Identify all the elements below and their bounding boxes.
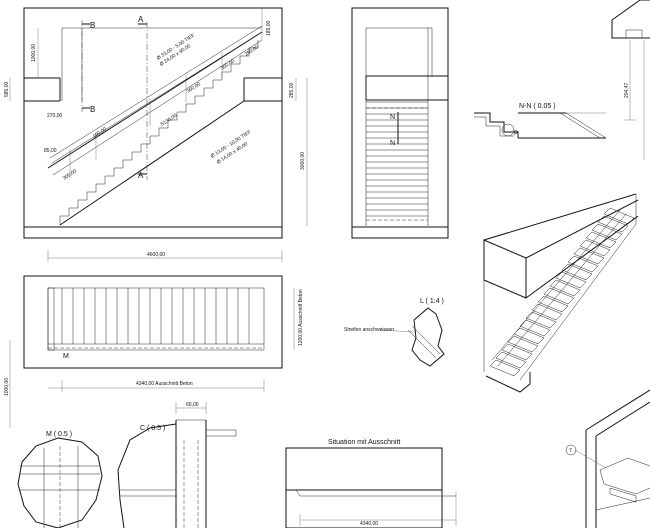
- detail-l: [379, 307, 445, 367]
- note-250: 250,00: [244, 44, 260, 57]
- dim-left-small: 585,00: [4, 81, 10, 97]
- section-nn-view: [474, 112, 607, 139]
- plan-dim-left: 1000,00: [4, 378, 10, 396]
- section-marker-b-top: B: [90, 21, 95, 30]
- detail-m: [17, 437, 103, 528]
- side-view-treads: [366, 101, 428, 217]
- stair-plan-view: [9, 275, 295, 428]
- stair-elevation-view: [9, 7, 308, 262]
- iso-detail-callout: 7: [569, 448, 572, 454]
- plan-dim-height: 1200,00 Ausschnitt Beton: [298, 289, 304, 346]
- dim-vertical-right: 204,47: [624, 82, 630, 98]
- stair-side-view: [351, 7, 449, 239]
- top-right-fragment: [611, 0, 650, 160]
- section-nn-title: N-N ( 0.05 ): [519, 103, 556, 110]
- isometric-treads: [489, 207, 635, 377]
- note-100: 100,00: [92, 126, 108, 139]
- detail-c-dim-top: 60,00: [186, 402, 199, 408]
- label-n-top: N: [390, 114, 395, 121]
- note-300a: 300,00: [186, 81, 202, 94]
- isometric-stair: [483, 193, 639, 393]
- dim-left-height: 1000,00: [31, 44, 37, 62]
- section-marker-a-top: A: [138, 15, 144, 24]
- dim-right-small: 285,00: [289, 82, 295, 98]
- dim-270: 270,00: [47, 113, 63, 119]
- note-300b: 300,00: [220, 58, 236, 71]
- section-marker-a-bottom: A: [138, 171, 144, 180]
- plan-callout-m: M: [63, 353, 69, 360]
- plan-view-treads: [61, 288, 250, 344]
- dim-width: 4600,00: [147, 252, 165, 258]
- detail-c: [117, 402, 237, 528]
- section-marker-b-bottom: B: [90, 105, 95, 114]
- dim-top-right: 185,00: [266, 20, 272, 36]
- note-300c: 300,00: [62, 168, 78, 181]
- plan-dim-width: 4340,00 Ausschnitt Beton: [136, 381, 193, 387]
- detail-m-title: M ( 0.5 ): [46, 431, 72, 438]
- dim-overall-height: 3000,00: [300, 152, 306, 170]
- detail-l-note: Streifen anschweissen: [344, 327, 394, 333]
- detail-c-title: C ( 0.5 ): [140, 425, 165, 432]
- situation-title: Situation mit Ausschnitt: [328, 439, 400, 446]
- situation-view: [285, 447, 457, 528]
- situation-dim-bottom: 4340,00: [360, 521, 378, 527]
- iso-detail-bottom-right: [565, 389, 650, 528]
- detail-l-title: L ( 1:4 ): [420, 298, 444, 305]
- section-nn-callout: P: [514, 131, 518, 137]
- label-n-bottom: N: [390, 140, 395, 147]
- dim-85: 85,00: [44, 148, 57, 154]
